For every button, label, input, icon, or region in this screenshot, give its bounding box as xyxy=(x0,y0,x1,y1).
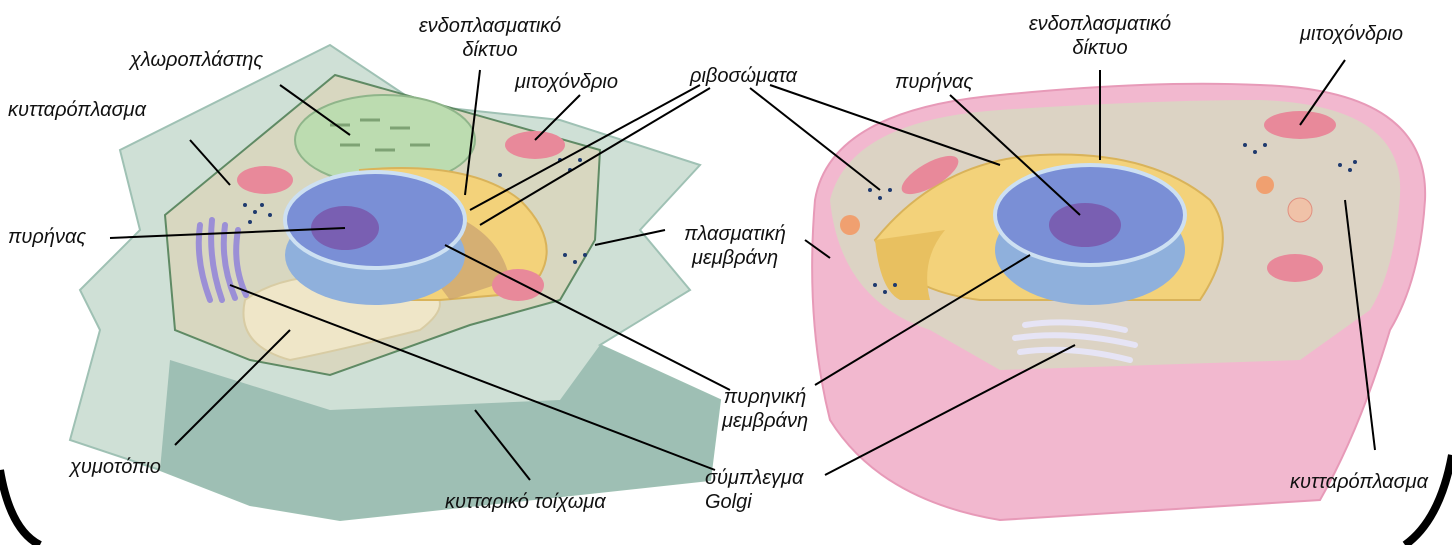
label-ribosomes: ριβοσώματα xyxy=(690,64,797,88)
label-cell-wall: κυτταρικό τοίχωμα xyxy=(445,490,606,514)
label-plant-cytoplasm: κυτταρόπλασμα xyxy=(8,98,146,122)
label-plasma-membrane: πλασματική μεμβράνη xyxy=(660,222,810,270)
label-plant-er-line1: ενδοπλασματικό xyxy=(395,14,585,38)
label-golgi-line1: σύμπλεγμα xyxy=(705,466,803,490)
label-plant-er-line2: δίκτυο xyxy=(395,38,585,62)
animal-mitochondrion-3 xyxy=(1267,254,1323,282)
plant-mitochondrion-2 xyxy=(237,166,293,194)
animal-vesicle-2 xyxy=(1256,176,1274,194)
plant-cell xyxy=(70,45,720,520)
label-plasma-membrane-line1: πλασματική xyxy=(660,222,810,246)
label-golgi-line2: Golgi xyxy=(705,490,803,514)
label-nuclear-membrane-line2: μεμβράνη xyxy=(705,409,825,433)
animal-vesicle-3 xyxy=(1288,198,1312,222)
animal-cell xyxy=(812,84,1425,520)
label-golgi: σύμπλεγμα Golgi xyxy=(705,466,803,514)
label-chloroplast: χλωροπλάστης xyxy=(130,48,263,72)
animal-nucleolus xyxy=(1049,203,1121,247)
label-animal-nucleus: πυρήνας xyxy=(895,70,973,94)
label-nuclear-membrane-line1: πυρηνική xyxy=(705,385,825,409)
label-plasma-membrane-line2: μεμβράνη xyxy=(660,246,810,270)
label-animal-er-line2: δίκτυο xyxy=(1010,36,1190,60)
label-animal-mitochondrion: μιτοχόνδριο xyxy=(1300,22,1403,46)
label-plant-nucleus: πυρήνας xyxy=(8,225,86,249)
label-animal-er: ενδοπλασματικό δίκτυο xyxy=(1010,12,1190,60)
animal-vesicle-1 xyxy=(840,215,860,235)
label-animal-er-line1: ενδοπλασματικό xyxy=(1010,12,1190,36)
label-plant-er: ενδοπλασματικό δίκτυο xyxy=(395,14,585,62)
frame-arc-right xyxy=(1405,455,1452,545)
label-nuclear-membrane: πυρηνική μεμβράνη xyxy=(705,385,825,433)
frame-arc-left xyxy=(0,470,40,545)
label-vacuole: χυμοτόπιο xyxy=(70,455,161,479)
plant-mitochondrion-1 xyxy=(505,131,565,159)
label-plant-mitochondrion: μιτοχόνδριο xyxy=(515,70,618,94)
label-animal-cytoplasm: κυτταρόπλασμα xyxy=(1290,470,1428,494)
